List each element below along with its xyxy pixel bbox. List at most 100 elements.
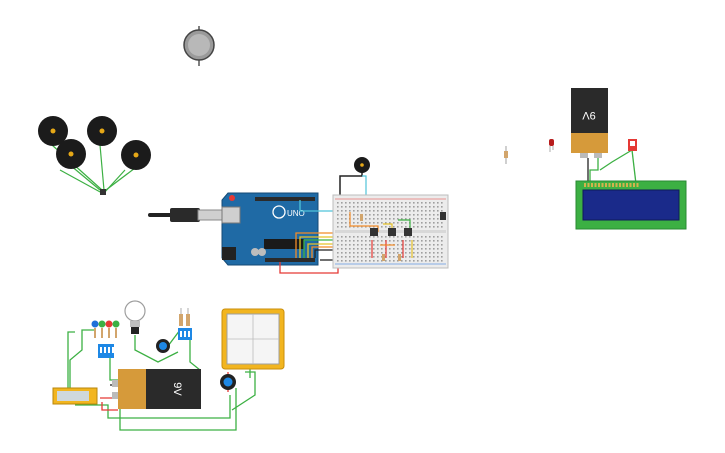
breadboard-hole[interactable] [349, 236, 351, 238]
breadboard-hole[interactable] [337, 226, 339, 228]
breadboard-hole[interactable] [377, 252, 379, 254]
breadboard-hole[interactable] [401, 240, 403, 242]
breadboard-hole[interactable] [365, 244, 367, 246]
lcd-pin[interactable] [626, 183, 628, 187]
breadboard-hole[interactable] [401, 260, 403, 262]
breadboard-hole[interactable] [357, 206, 359, 208]
breadboard-hole[interactable] [413, 236, 415, 238]
breadboard-hole[interactable] [381, 236, 383, 238]
breadboard-hole[interactable] [361, 260, 363, 262]
breadboard-hole[interactable] [373, 214, 375, 216]
breadboard-hole[interactable] [365, 248, 367, 250]
breadboard-hole[interactable] [413, 226, 415, 228]
breadboard-hole[interactable] [349, 206, 351, 208]
breadboard-hole[interactable] [385, 210, 387, 212]
sensor-module[interactable] [52, 387, 98, 405]
breadboard-hole[interactable] [365, 202, 367, 204]
breadboard-hole[interactable] [401, 236, 403, 238]
breadboard-hole[interactable] [421, 206, 423, 208]
breadboard-hole[interactable] [413, 222, 415, 224]
breadboard-hole[interactable] [373, 256, 375, 258]
breadboard-hole[interactable] [433, 236, 435, 238]
breadboard-hole[interactable] [365, 252, 367, 254]
breadboard-hole[interactable] [389, 240, 391, 242]
breadboard-hole[interactable] [429, 236, 431, 238]
breadboard-hole[interactable] [341, 222, 343, 224]
breadboard-hole[interactable] [441, 248, 443, 250]
breadboard-hole[interactable] [417, 256, 419, 258]
breadboard-hole[interactable] [417, 236, 419, 238]
breadboard-hole[interactable] [341, 226, 343, 228]
breadboard-hole[interactable] [365, 214, 367, 216]
breadboard-hole[interactable] [341, 202, 343, 204]
breadboard-hole[interactable] [353, 218, 355, 220]
breadboard-hole[interactable] [405, 210, 407, 212]
breadboard-hole[interactable] [421, 218, 423, 220]
breadboard-hole[interactable] [409, 244, 411, 246]
breadboard-hole[interactable] [405, 218, 407, 220]
breadboard-hole[interactable] [425, 240, 427, 242]
breadboard-hole[interactable] [385, 206, 387, 208]
breadboard-hole[interactable] [437, 210, 439, 212]
breadboard-hole[interactable] [357, 202, 359, 204]
breadboard-hole[interactable] [393, 236, 395, 238]
breadboard-hole[interactable] [361, 210, 363, 212]
breadboard-hole[interactable] [353, 260, 355, 262]
battery-9v-bottom[interactable]: 9V [112, 369, 201, 409]
breadboard-hole[interactable] [341, 252, 343, 254]
lcd-16x2-icon[interactable] [575, 180, 687, 230]
breadboard-hole[interactable] [421, 226, 423, 228]
piezo-buzzer-icon[interactable] [87, 116, 117, 146]
breadboard-hole[interactable] [437, 218, 439, 220]
breadboard-hole[interactable] [369, 210, 371, 212]
lcd-pin[interactable] [636, 183, 639, 187]
breadboard-hole[interactable] [417, 248, 419, 250]
breadboard-hole[interactable] [377, 222, 379, 224]
breadboard-hole[interactable] [441, 252, 443, 254]
lcd-pin[interactable] [622, 183, 625, 187]
breadboard-hole[interactable] [413, 256, 415, 258]
breadboard-hole[interactable] [385, 202, 387, 204]
lcd-pin[interactable] [633, 183, 635, 187]
breadboard-hole[interactable] [349, 260, 351, 262]
breadboard-hole[interactable] [349, 226, 351, 228]
breadboard-hole[interactable] [373, 210, 375, 212]
breadboard-hole[interactable] [401, 210, 403, 212]
breadboard-hole[interactable] [341, 240, 343, 242]
buzzer-single[interactable] [339, 157, 370, 210]
breadboard-hole[interactable] [357, 210, 359, 212]
breadboard-hole[interactable] [381, 260, 383, 262]
breadboard-hole[interactable] [441, 236, 443, 238]
breadboard-hole[interactable] [361, 236, 363, 238]
breadboard-hole[interactable] [429, 222, 431, 224]
breadboard-hole[interactable] [401, 206, 403, 208]
breadboard-hole[interactable] [401, 214, 403, 216]
breadboard-hole[interactable] [397, 240, 399, 242]
multimeter-icon[interactable] [221, 308, 285, 370]
breadboard-hole[interactable] [421, 236, 423, 238]
breadboard-hole[interactable] [385, 222, 387, 224]
breadboard-hole[interactable] [381, 256, 383, 258]
breadboard-hole[interactable] [377, 244, 379, 246]
breadboard-hole[interactable] [393, 206, 395, 208]
breadboard-hole[interactable] [433, 252, 435, 254]
piezo-buzzer-icon[interactable] [38, 116, 68, 146]
breadboard-hole[interactable] [389, 252, 391, 254]
breadboard-hole[interactable] [345, 210, 347, 212]
breadboard-hole[interactable] [381, 252, 383, 254]
breadboard-hole[interactable] [397, 252, 399, 254]
breadboard-hole[interactable] [417, 222, 419, 224]
breadboard-hole[interactable] [385, 214, 387, 216]
breadboard-hole[interactable] [337, 206, 339, 208]
breadboard-hole[interactable] [369, 260, 371, 262]
battery-9v-top[interactable]: 9V [571, 88, 608, 158]
breadboard-hole[interactable] [397, 256, 399, 258]
light-bulb-icon[interactable] [124, 300, 146, 334]
lcd-pin[interactable] [619, 183, 621, 187]
breadboard-hole[interactable] [341, 206, 343, 208]
piezo-buzzer-icon[interactable] [56, 139, 86, 169]
breadboard-hole[interactable] [353, 252, 355, 254]
breadboard-hole[interactable] [397, 236, 399, 238]
breadboard-hole[interactable] [373, 252, 375, 254]
breadboard-hole[interactable] [417, 210, 419, 212]
